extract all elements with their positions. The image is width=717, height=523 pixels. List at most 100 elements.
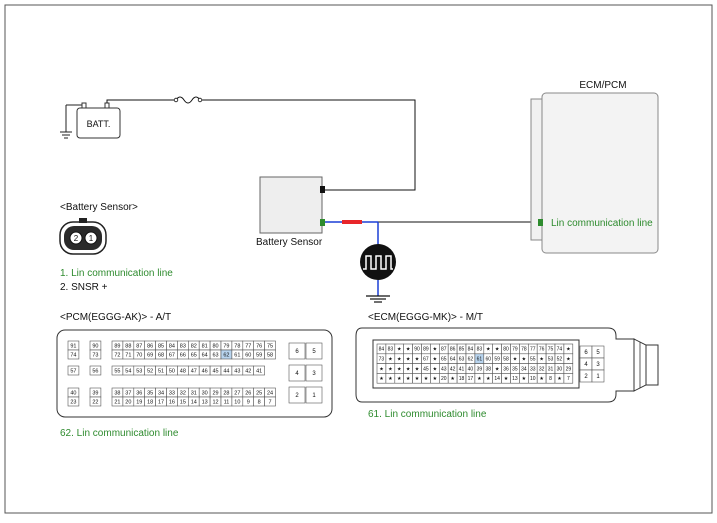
pcm-pin: 27 [234,390,240,396]
ecm-pin: ★ [397,376,402,382]
battery-sensor-pin: 1 [89,234,94,243]
pcm-pin: 28 [223,390,229,396]
battery-label: BATT. [87,119,111,129]
pcm-pin: 58 [267,352,273,358]
pcm-side-pin: 6 [295,349,299,355]
pcm-pin: 71 [125,352,131,358]
ecm-pin: ★ [406,376,411,382]
ecm-pcm-box [530,92,659,254]
ecm-pin: 14 [494,376,500,382]
pcm-connector-title: <PCM(EGGG-AK)> - A/T [60,312,171,323]
pcm-pin: 48 [180,368,186,374]
pcm-pin: 83 [180,343,186,349]
pcm-pin: 39 [92,390,98,396]
pcm-pin: 59 [256,352,262,358]
pcm-pin: 60 [245,352,251,358]
ecm-pin: 13 [512,376,518,382]
pcm-pin: 11 [224,399,230,405]
ecm-pin: 10 [530,376,536,382]
pcm-pin: 9 [247,399,250,405]
pcm-pin: 85 [158,343,164,349]
ecm-pin: ★ [433,366,438,372]
ecm-pin: 58 [503,357,509,363]
pcm-pin: 44 [223,368,229,374]
pcm-side-pin: 4 [295,371,299,377]
ecm-pin: 84 [468,347,474,353]
ecm-pin: 45 [423,366,429,372]
ecm-pin: 42 [450,366,456,372]
ecm-pin-label: Lin communication line [551,218,653,229]
ecm-pin: 17 [468,376,474,382]
ecm-pin: ★ [495,366,500,372]
pcm-pin: 18 [147,399,153,405]
ecm-pin: ★ [522,376,527,382]
ecm-pin: ★ [424,376,429,382]
ecm-pin: 74 [557,347,563,353]
pcm-pin: 80 [212,343,218,349]
ecm-pin: 87 [441,347,447,353]
pcm-pin: 42 [245,368,251,374]
pcm-pin-cell [89,349,102,360]
pcm-pin: 68 [158,352,164,358]
pcm-pin: 64 [202,352,208,358]
ecm-pin: 75 [548,347,554,353]
ecm-pin: 30 [557,366,563,372]
pcm-pin-cell [253,365,265,376]
pcm-pin: 53 [136,368,142,374]
ecm-pin: 64 [450,357,456,363]
pcm-side-pin-cell [288,342,306,360]
pcm-pin-cell [67,365,80,376]
pcm-pin: 26 [245,390,251,396]
ecm-pin: ★ [388,366,393,372]
ecm-pin: 36 [503,366,509,372]
ecm-pin: ★ [566,357,571,363]
pcm-pin: 22 [92,399,98,405]
ecm-pin: 86 [450,347,456,353]
ecm-pin: ★ [379,376,384,382]
ecm-pin: ★ [566,347,571,353]
battery-sensor-box [259,176,325,234]
pcm-pin-cell [67,396,80,407]
pcm-pin: 33 [169,390,175,396]
ecm-side-pin: 5 [596,350,600,356]
ecm-pin: 73 [379,357,385,363]
ecm-pin: 77 [530,347,536,353]
battery-positive-wire [106,96,416,191]
pcm-side-pin-cell [305,386,323,404]
ecm-pin: 83 [477,347,483,353]
pcm-pin-cell [89,365,102,376]
ecm-pin: ★ [433,347,438,353]
pcm-pin: 17 [158,399,164,405]
battery-sensor-legend-1: 1. Lin communication line [60,268,173,279]
pcm-pin: 88 [125,343,131,349]
pcm-pin: 52 [147,368,153,374]
ecm-pin: ★ [388,376,393,382]
pcm-pin: 63 [212,352,218,358]
ecm-pin: ★ [388,357,393,363]
pcm-pin: 31 [191,390,197,396]
battery-sensor-legend-2: 2. SNSR + [60,282,108,293]
pcm-pin: 56 [92,368,98,374]
ecm-side-pin: 6 [584,350,588,356]
pcm-pin-cell [67,349,80,360]
ecm-pin: 85 [459,347,465,353]
pcm-pin: 89 [114,343,120,349]
pcm-pin: 19 [136,399,142,405]
pcm-side-pin: 3 [312,371,316,377]
pcm-pin-cell [264,349,276,360]
pcm-pin: 24 [267,390,273,396]
ecm-pin: ★ [406,347,411,353]
pcm-pin: 54 [125,368,131,374]
pcm-pin: 61 [234,352,240,358]
battery-sensor-pin: 2 [74,234,79,243]
pcm-pin: 20 [125,399,131,405]
ecm-pin: 52 [557,357,563,363]
lin-wire [325,220,538,244]
pcm-pin: 30 [202,390,208,396]
pcm-pin: 90 [92,343,98,349]
pcm-pin: 16 [169,399,175,405]
pcm-pin-cell [264,396,276,407]
ecm-pin: 29 [566,366,572,372]
